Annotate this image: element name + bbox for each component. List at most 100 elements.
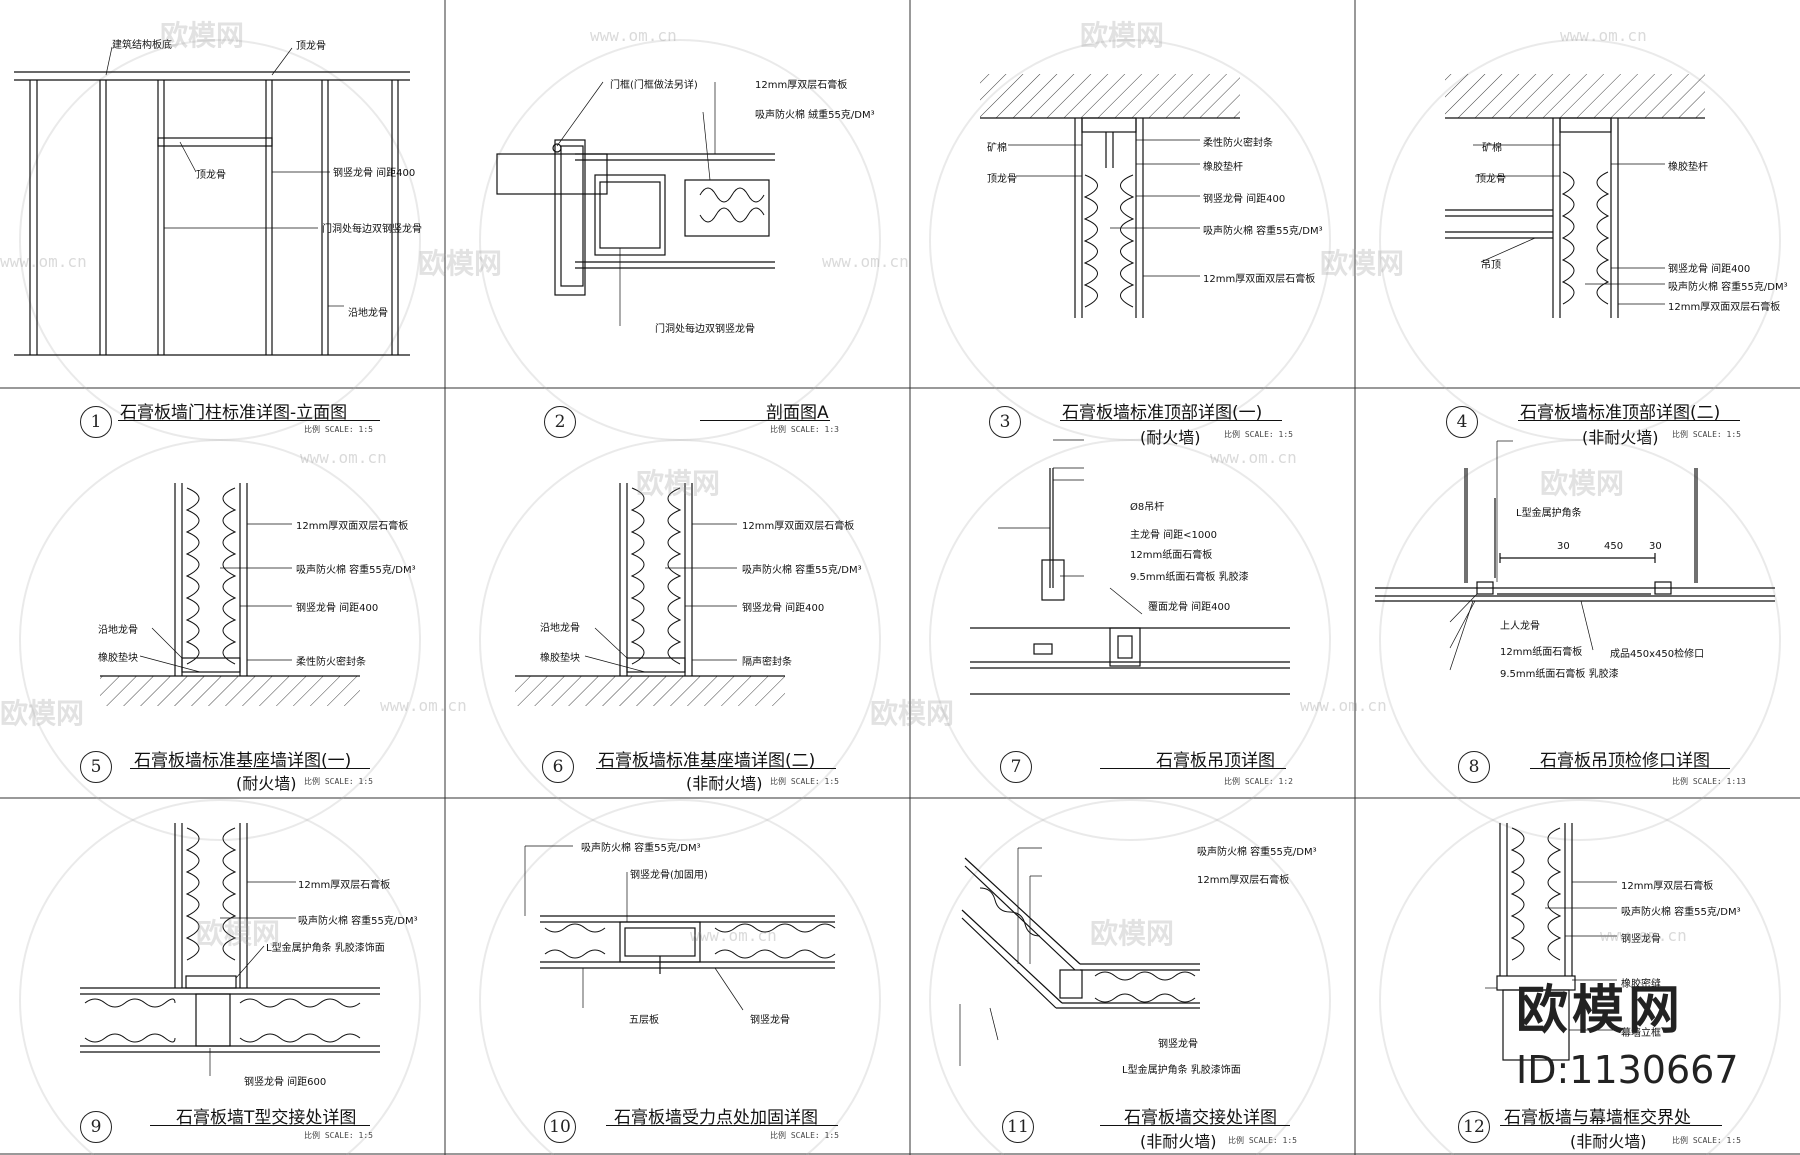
p2-label-3: 吸声防火棉 絨重55克/DM³: [755, 110, 875, 121]
p6-label-1: 12mm厚双面双层石膏板: [742, 521, 855, 532]
panel-3-scale: 比例 SCALE: 1:5: [1224, 430, 1293, 439]
watermark-url: www.om.cn: [590, 26, 677, 45]
load-point-reinforcement-detail: [524, 845, 836, 1011]
watermark-url: www.om.cn: [1210, 448, 1297, 467]
panel-3-subtitle: (耐火墙): [1140, 428, 1201, 447]
p8-label-3: 450: [1604, 541, 1624, 552]
p1-label-4: 钢竖龙骨 间距400: [333, 168, 416, 179]
watermark-url: www.om.cn: [1600, 926, 1687, 945]
panel-4-drawing: [1355, 0, 1800, 388]
p6-label-5: 橡胶垫块: [540, 653, 580, 664]
p1-label-1: 建筑结构板底: [112, 40, 172, 51]
p6-label-6: 隔声密封条: [742, 657, 792, 668]
p3-label-3: 柔性防火密封条: [1203, 138, 1273, 149]
panel-12-drawing: [1355, 798, 1800, 1154]
p9-label-4: 钢竖龙骨 间距600: [244, 1077, 327, 1088]
p1-label-3: 顶龙骨: [196, 170, 226, 181]
watermark-brand: 欧模网: [196, 917, 281, 950]
panel-7-title: 石膏板吊顶详图: [1156, 751, 1275, 771]
p12-label-3: 钢竖龙骨: [1621, 934, 1661, 945]
p5-label-4: 沿地龙骨: [98, 625, 138, 636]
panel-10-drawing: [445, 798, 910, 1154]
panel-6-scale: 比例 SCALE: 1:5: [770, 777, 839, 786]
panel-11-drawing: [910, 798, 1355, 1154]
panel-1-drawing: [0, 0, 445, 388]
p8-label-8: 9.5mm纸面石膏板 乳胶漆: [1500, 669, 1619, 680]
panel-8-scale: 比例 SCALE: 1:13: [1672, 777, 1746, 786]
panel-10-number: 10: [544, 1111, 576, 1143]
p10-label-3: 五层板: [629, 1015, 659, 1026]
p12-label-1: 12mm厚双层石膏板: [1621, 881, 1714, 892]
p9-label-2: 吸声防火棉 容重55克/DM³: [298, 916, 418, 927]
p5-label-1: 12mm厚双面双层石膏板: [296, 521, 409, 532]
panel-11-title: 石膏板墙交接处详图: [1124, 1108, 1277, 1128]
panel-9-number: 9: [80, 1111, 112, 1143]
panel-8-title: 石膏板吊顶检修口详图: [1540, 751, 1710, 771]
p5-label-5: 橡胶垫块: [98, 653, 138, 664]
watermark-brand: 欧模网: [1080, 19, 1165, 52]
panel-8-drawing: [1355, 388, 1800, 798]
p3-label-2: 顶龙骨: [987, 174, 1017, 185]
panel-2-scale: 比例 SCALE: 1:3: [770, 425, 839, 434]
panel-1-number: 1: [80, 406, 112, 438]
panel-6-number: 6: [542, 751, 574, 783]
p2-label-1: 门框(门框做法另详): [610, 80, 698, 91]
panel-3-title-underline: [1060, 420, 1282, 421]
angled-junction-detail: [959, 847, 1200, 1066]
panel-12-number: 12: [1458, 1111, 1490, 1143]
stamp-id: ID:1130667: [1516, 1048, 1739, 1092]
panel-11-subtitle: (非耐火墙): [1140, 1132, 1217, 1151]
panel-7-title-underline: [1100, 768, 1286, 769]
p8-label-6: 12mm纸面石膏板: [1500, 647, 1583, 658]
panel-10-scale: 比例 SCALE: 1:5: [770, 1131, 839, 1140]
panel-9-scale: 比例 SCALE: 1:5: [304, 1131, 373, 1140]
p3-label-7: 12mm厚双面双层石膏板: [1203, 274, 1316, 285]
panel-11-scale: 比例 SCALE: 1:5: [1228, 1136, 1297, 1145]
p12-label-2: 吸声防火棉 容重55克/DM³: [1621, 907, 1741, 918]
stamp-logo: 欧模网: [1516, 981, 1685, 1041]
panel-7-scale: 比例 SCALE: 1:2: [1224, 777, 1293, 786]
p2-label-2: 12mm厚双层石膏板: [755, 80, 848, 91]
panel-9-title: 石膏板墙T型交接处详图: [176, 1108, 357, 1128]
p1-label-5: 门洞处每边双钢竖龙骨: [322, 224, 422, 235]
panel-3-number: 3: [989, 406, 1021, 438]
top-detail-non-fire-wall: [1445, 74, 1705, 318]
panel-3-title: 石膏板墙标准顶部详图(一): [1062, 403, 1263, 423]
watermark-brand: 欧模网: [1320, 247, 1405, 280]
panel-12-scale: 比例 SCALE: 1:5: [1672, 1136, 1741, 1145]
panel-7-number: 7: [1000, 751, 1032, 783]
panel-1-title-underline: [118, 420, 380, 421]
panel-7-drawing: [910, 388, 1355, 798]
watermark-brand: 欧模网: [160, 19, 245, 52]
p10-label-4: 钢竖龙骨: [750, 1015, 790, 1026]
p4-label-6: 吸声防火棉 容重55克/DM³: [1668, 282, 1788, 293]
panel-3-drawing: [910, 0, 1355, 388]
base-detail-fire-wall: [100, 483, 360, 706]
p8-label-2: 30: [1557, 541, 1570, 552]
watermark-brand: 欧模网: [870, 697, 955, 730]
watermark-url: www.om.cn: [822, 252, 909, 271]
p8-label-1: L型金属护角条: [1516, 508, 1582, 519]
p3-label-6: 吸声防火棉 容重55克/DM³: [1203, 226, 1323, 237]
panel-5-drawing: [0, 388, 445, 798]
p4-label-7: 12mm厚双面双层石膏板: [1668, 302, 1781, 313]
p11-label-2: 12mm厚双层石膏板: [1197, 875, 1290, 886]
panel-6-subtitle: (非耐火墙): [686, 774, 763, 793]
p11-label-4: L型金属护角条 乳胶漆饰面: [1122, 1065, 1241, 1076]
panel-12-subtitle: (非耐火墙): [1570, 1132, 1647, 1151]
watermark-brand: 欧模网: [1090, 917, 1175, 950]
watermark-url: www.om.cn: [0, 252, 87, 271]
panel-9-drawing: [0, 798, 445, 1154]
watermark-url: www.om.cn: [1560, 26, 1647, 45]
panel-12-title: 石膏板墙与幕墙框交界处: [1504, 1108, 1691, 1128]
p6-label-3: 钢竖龙骨 间距400: [742, 603, 825, 614]
panel-12-title-underline: [1500, 1125, 1722, 1126]
p5-label-3: 钢竖龙骨 间距400: [296, 603, 379, 614]
p2-label-4: 门洞处每边双钢竖龙骨: [655, 324, 755, 335]
panel-2-number: 2: [544, 406, 576, 438]
p5-label-2: 吸声防火棉 容重55克/DM³: [296, 565, 416, 576]
panel-1-title: 石膏板墙门柱标准详图-立面图: [120, 403, 348, 423]
panel-5-number: 5: [80, 751, 112, 783]
